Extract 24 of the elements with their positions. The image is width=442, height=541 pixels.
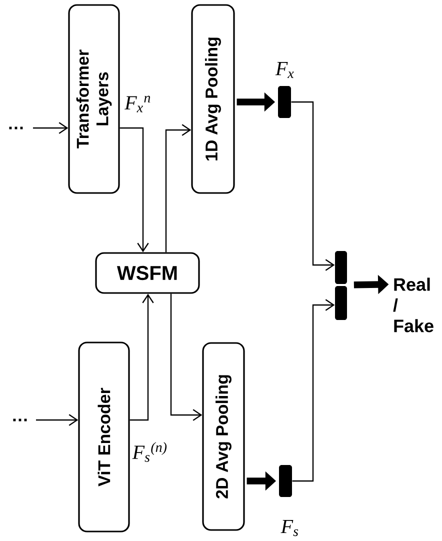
arrow (292, 299, 335, 482)
ellipsis: … (13, 418, 27, 422)
module-box: WSFM (95, 252, 200, 294)
output-label: Real / Fake (393, 278, 434, 332)
module-box: 2D Avg Pooling (202, 342, 245, 531)
feature-symbol: F$_{s}$ (280, 520, 298, 536)
arrow (291, 101, 335, 271)
feature-bar (279, 465, 292, 497)
feature-symbol: F$_{s}$(n) (132, 442, 167, 462)
feature-symbol: F$_{x}$n (124, 96, 150, 112)
module-box: 1D Avg Pooling (191, 4, 235, 194)
feature-bar (335, 251, 347, 284)
arrow (170, 294, 202, 421)
module-box: Transformer Layers (68, 4, 120, 194)
arrow (130, 294, 154, 421)
arrow (165, 124, 192, 252)
arrow (120, 127, 149, 252)
feature-bar (335, 286, 347, 320)
ellipsis: … (9, 126, 23, 130)
feature-bar (278, 86, 291, 118)
feature-symbol: F$_{x}$ (275, 62, 294, 78)
arrow (36, 414, 78, 426)
arrow (33, 122, 68, 134)
module-box: ViT Encoder (78, 342, 130, 532)
